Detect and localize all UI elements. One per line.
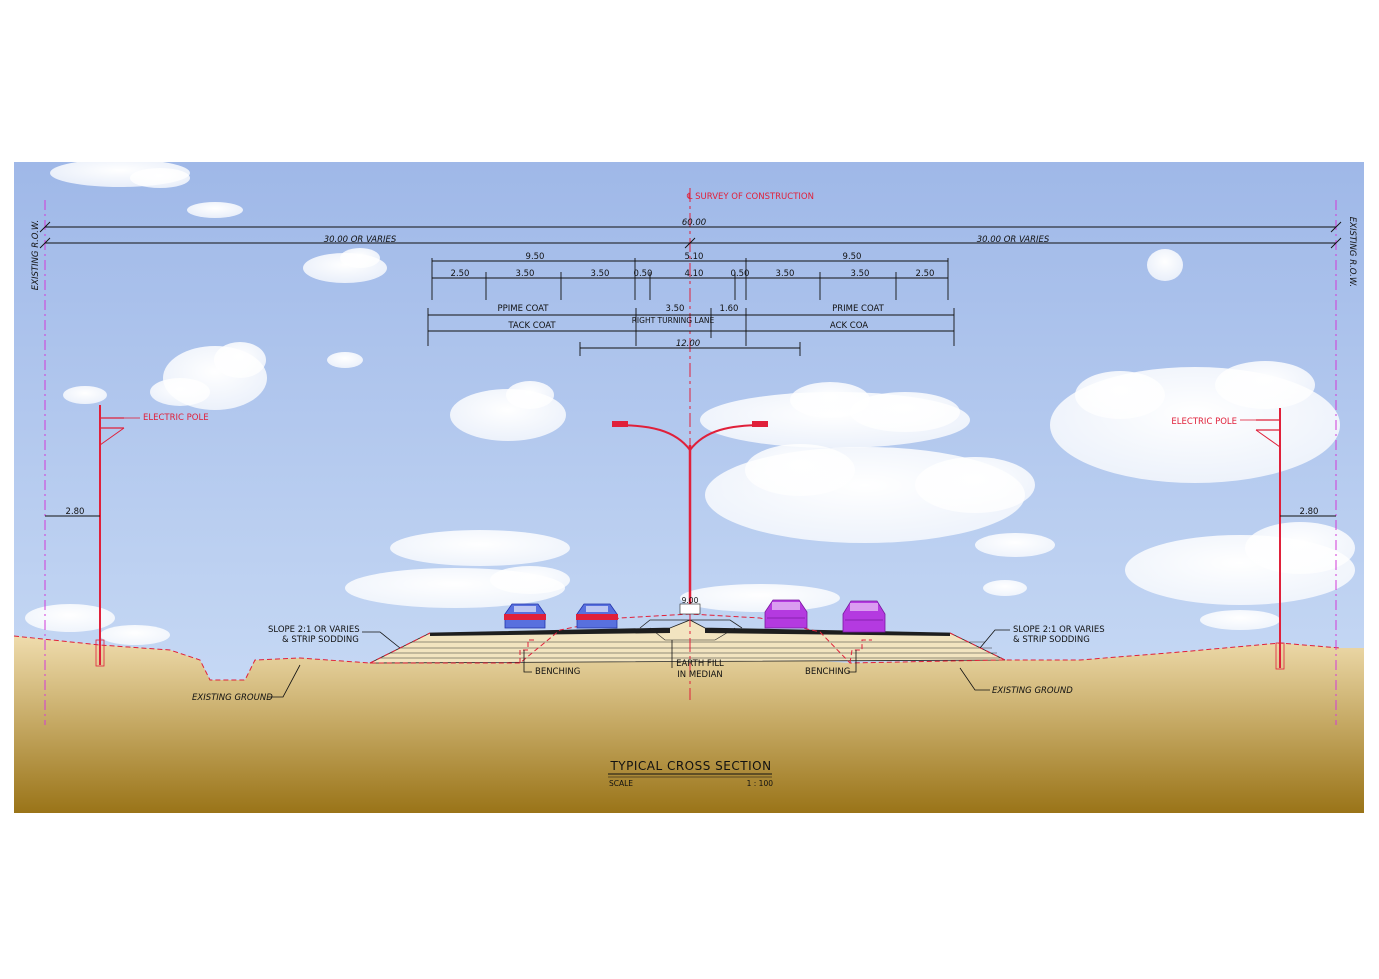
coat-left-tack: TACK COAT <box>507 321 556 331</box>
dim-pole-offset-left: 2.80 <box>66 507 85 517</box>
coat-left-prime: PPIME COAT <box>498 304 550 314</box>
street-lamp: 9.00 <box>612 421 768 615</box>
slope-left-line2: & STRIP SODDING <box>282 635 359 645</box>
dim-left-seg-4: 0.50 <box>634 269 653 279</box>
coat-right-prime: PRIME COAT <box>832 304 885 314</box>
dim-right-seg-1: 0.50 <box>731 269 750 279</box>
row-dimensions: 60.00 30.00 OR VARIES 30.00 OR VARIES <box>39 218 1342 249</box>
dim-right-seg-2: 3.50 <box>776 269 795 279</box>
benching-left: BENCHING <box>535 667 580 677</box>
dim-left-carriageway: 9.50 <box>526 252 545 262</box>
car-left-2 <box>576 603 618 629</box>
dim-median-island: 1.60 <box>720 304 739 314</box>
electric-pole-left-label: ELECTRIC POLE <box>143 413 209 423</box>
existing-ground-left: EXISTING GROUND <box>192 693 273 703</box>
fill-layer-lines <box>380 641 1002 659</box>
embankment <box>369 619 1006 664</box>
annotations: SLOPE 2:1 OR VARIES & STRIP SODDING SLOP… <box>192 625 1105 703</box>
dim-lamp-height: 9.00 <box>682 596 699 605</box>
dim-pole-offset-right: 2.80 <box>1300 507 1319 517</box>
earth-fill-line2: IN MEDIAN <box>677 670 723 680</box>
dim-row-right-half: 30.00 OR VARIES <box>977 235 1050 245</box>
cloud <box>705 444 1035 543</box>
dim-left-seg-1: 2.50 <box>451 269 470 279</box>
dim-row-left-half: 30.00 OR VARIES <box>324 235 397 245</box>
scale-label: SCALE <box>609 779 633 788</box>
coat-dimensions: PPIME COAT TACK COAT 3.50 RIGHT TURNING … <box>427 304 955 356</box>
cloud <box>983 580 1027 596</box>
dim-pavement-12: 12.00 <box>676 339 700 349</box>
cloud <box>700 382 970 448</box>
cloud <box>345 566 570 608</box>
car-right-1 <box>764 599 808 629</box>
centerline-label: ℄ SURVEY OF CONSTRUCTION <box>686 192 814 202</box>
ground-fill <box>14 636 1364 813</box>
pavement-right <box>705 628 950 636</box>
car-left-1 <box>504 603 546 629</box>
title-block: TYPICAL CROSS SECTION SCALE 1 : 100 <box>608 759 773 788</box>
cloud <box>303 248 387 283</box>
benching-steps-right <box>849 639 872 664</box>
cloud <box>187 202 243 218</box>
cloud <box>25 604 115 632</box>
carriageway-dimensions: 9.50 5.10 9.50 2.50 3.50 3.50 0.50 4.10 … <box>431 252 949 300</box>
cloud <box>680 584 840 612</box>
dim-turning-lane-width: 3.50 <box>666 304 685 314</box>
car-right-2 <box>842 600 886 633</box>
scale-value: 1 : 100 <box>747 779 774 788</box>
dim-left-seg-2: 3.50 <box>516 269 535 279</box>
slope-right-line1: SLOPE 2:1 OR VARIES <box>1013 625 1105 635</box>
cloud <box>975 533 1055 557</box>
cloud <box>50 159 190 188</box>
drawing-title: TYPICAL CROSS SECTION <box>609 759 771 773</box>
dim-right-seg-3: 3.50 <box>851 269 870 279</box>
cloud <box>1050 361 1340 483</box>
lamp-head-left <box>612 421 628 427</box>
cloud <box>1147 249 1183 281</box>
clouds <box>25 159 1355 645</box>
dim-median: 5.10 <box>685 252 704 262</box>
cloud <box>1200 610 1280 630</box>
slope-right-line2: & STRIP SODDING <box>1013 635 1090 645</box>
slope-left-line1: SLOPE 2:1 OR VARIES <box>268 625 360 635</box>
lamp-base <box>679 603 701 615</box>
cloud <box>1125 522 1355 605</box>
cloud <box>327 352 363 368</box>
dim-right-seg-4: 2.50 <box>916 269 935 279</box>
coat-turning-lane: RIGHT TURNING LANE <box>632 316 715 325</box>
row-label-right: EXISTING R.O.W. <box>1347 217 1357 288</box>
lamp-head-right <box>752 421 768 427</box>
cloud <box>390 530 570 566</box>
coat-right-tack: ACK COA <box>830 321 868 331</box>
cloud <box>150 342 267 410</box>
cloud <box>100 625 170 645</box>
benching-steps-left <box>519 639 536 663</box>
benching-right: BENCHING <box>805 667 850 677</box>
electric-pole-right-label: ELECTRIC POLE <box>1171 417 1237 427</box>
dim-left-seg-3: 3.50 <box>591 269 610 279</box>
dim-row-total: 60.00 <box>682 218 706 228</box>
cloud <box>63 386 107 404</box>
electric-pole-right: ELECTRIC POLE 2.80 <box>1171 408 1336 670</box>
earth-fill-line1: EARTH FILL <box>676 659 724 669</box>
row-label-left: EXISTING R.O.W. <box>31 220 41 291</box>
dim-median-inner: 4.10 <box>685 269 704 279</box>
electric-pole-left: ELECTRIC POLE 2.80 <box>45 405 209 667</box>
existing-ground-right: EXISTING GROUND <box>992 686 1073 696</box>
dim-right-carriageway: 9.50 <box>843 252 862 262</box>
cloud <box>450 381 566 441</box>
pavement-left <box>430 628 670 636</box>
